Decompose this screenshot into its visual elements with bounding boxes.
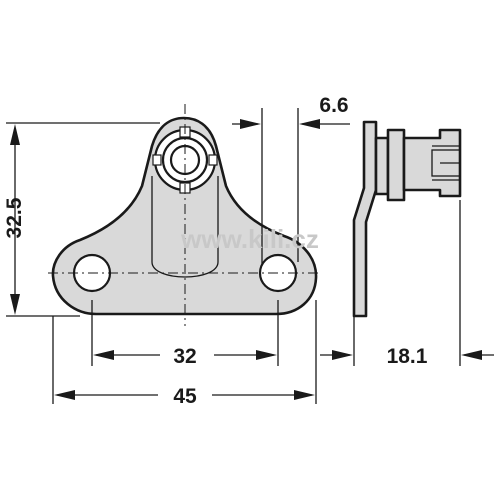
arrow-right xyxy=(240,119,261,129)
stud-recess-outline xyxy=(151,176,219,278)
arrow-right xyxy=(332,350,353,360)
arrow-down xyxy=(10,294,20,315)
dimension-label-stud-offset: 6.6 xyxy=(319,94,348,117)
stud-neck xyxy=(386,128,406,202)
arrow-up xyxy=(10,124,20,145)
stud-slot xyxy=(431,149,461,177)
bracket-front-view xyxy=(48,104,320,326)
dimension-overall-width: 45 xyxy=(52,300,317,408)
ring-slot-left xyxy=(152,154,162,166)
bracket-side-view xyxy=(352,120,462,318)
arrow-left xyxy=(461,350,482,360)
dimension-stud-offset: 6.6 xyxy=(232,94,350,265)
arrow-left xyxy=(54,390,75,400)
dimension-label-height: 32.5 xyxy=(3,197,26,238)
dimension-depth: 18.1 xyxy=(320,200,494,368)
dimension-hole-spacing: 32 xyxy=(91,300,279,368)
bracket-plate-outline xyxy=(51,116,318,316)
dimension-height: 32.5 xyxy=(3,122,160,317)
arrow-left xyxy=(93,350,114,360)
dimension-label-hole-spacing: 32 xyxy=(173,345,196,368)
ring-slot-right xyxy=(208,154,218,166)
arrow-right xyxy=(294,390,315,400)
stud-flange xyxy=(374,136,390,196)
arrow-left xyxy=(299,119,320,129)
dimension-label-depth: 18.1 xyxy=(387,345,428,368)
dimension-label-overall-width: 45 xyxy=(173,385,197,408)
arrow-right xyxy=(256,350,277,360)
watermark: www.kili.cz xyxy=(180,224,319,254)
side-plate-profile xyxy=(352,120,378,318)
